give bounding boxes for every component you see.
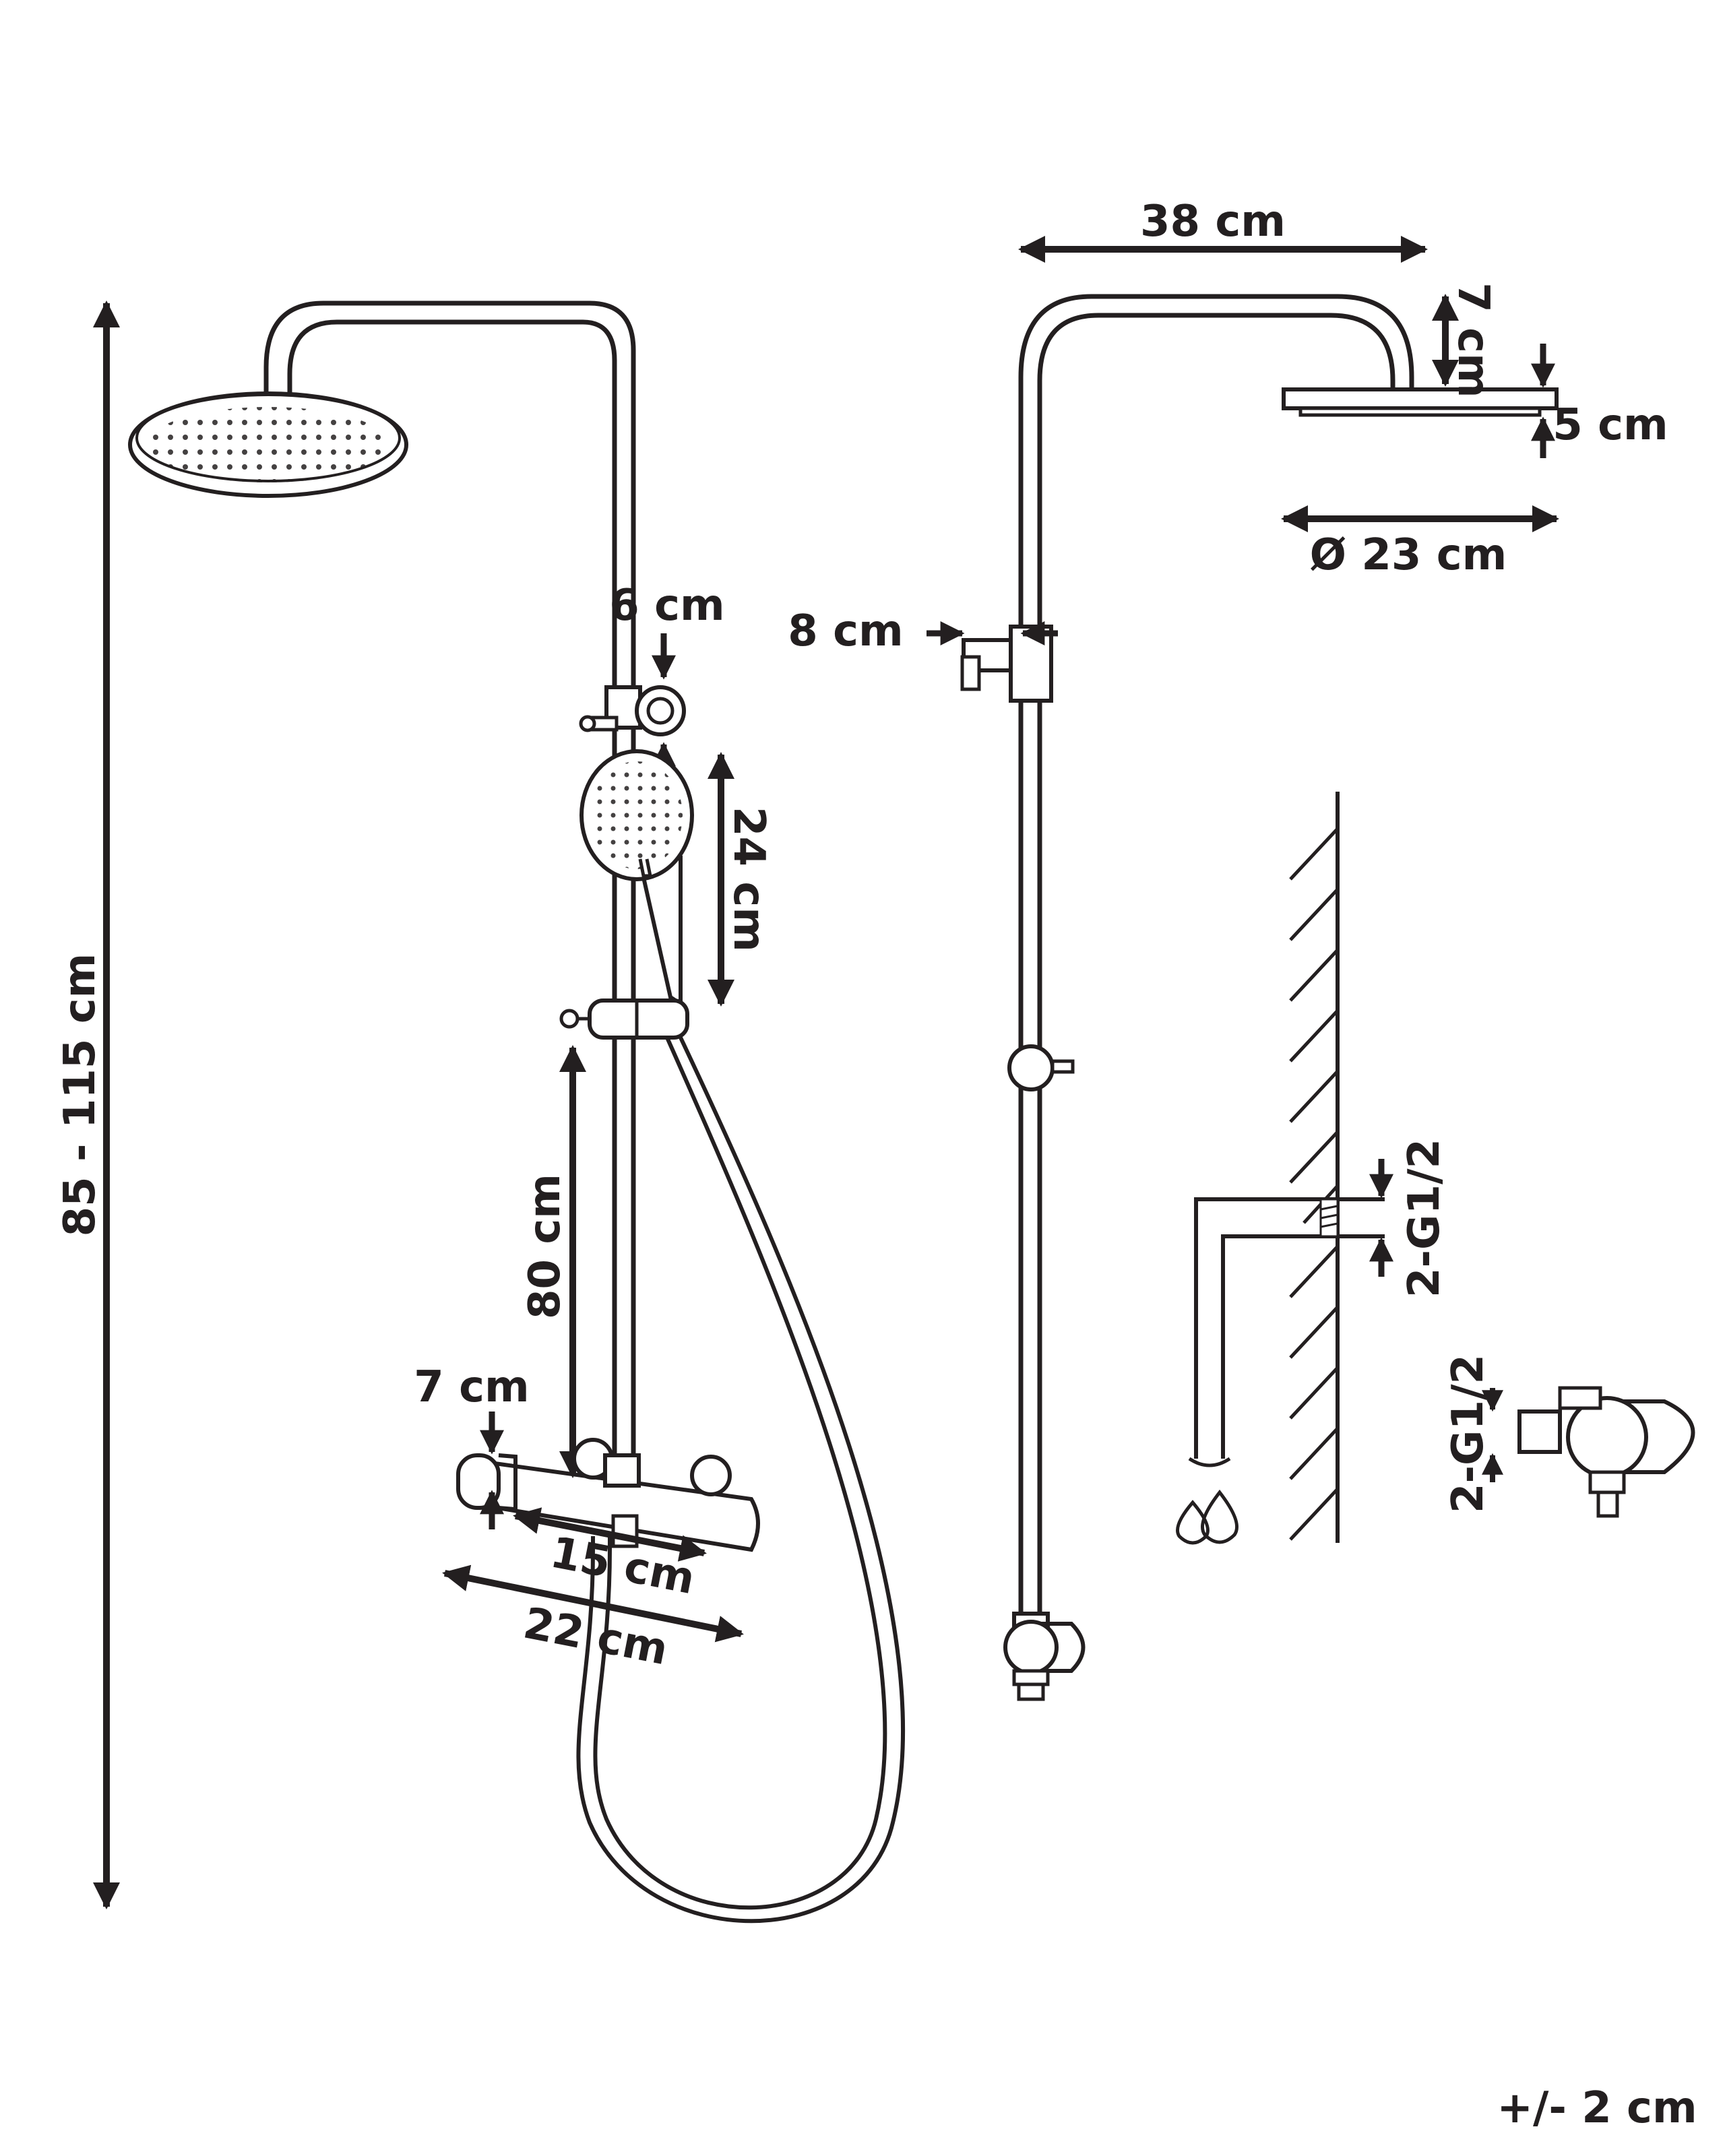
head-arm-height-label: 7 cm bbox=[1448, 282, 1498, 398]
thread-wall-label: 2-G1/2 bbox=[1400, 1139, 1449, 1298]
side-shower-head bbox=[1282, 387, 1559, 417]
total-height-label: 85 - 115 cm bbox=[55, 953, 105, 1237]
slider-holder bbox=[559, 998, 689, 1040]
rail-length-label: 80 cm bbox=[520, 1174, 570, 1319]
hand-shower-length-dimension: 24 cm bbox=[708, 752, 774, 1007]
side-riser bbox=[1018, 294, 1414, 1617]
side-mixer bbox=[1003, 1612, 1086, 1701]
mixer-height-dimension: 7 cm bbox=[414, 1362, 530, 1529]
hand-shower bbox=[579, 749, 694, 1008]
rain-shower-head bbox=[128, 391, 408, 498]
holder-offset-label: 8 cm bbox=[788, 606, 903, 656]
thread-mixer-label: 2-G1/2 bbox=[1443, 1354, 1493, 1513]
front-view: 85 - 115 cm 6 cm bbox=[55, 300, 906, 1924]
head-thickness-label: 5 cm bbox=[1552, 400, 1668, 450]
mixer-length-label: 22 cm bbox=[520, 1598, 672, 1675]
shower-hose bbox=[576, 1036, 906, 1924]
wall-hatching bbox=[1289, 827, 1339, 1541]
head-diameter-dimension: Ø 23 cm bbox=[1281, 505, 1559, 580]
mixer-height-label: 7 cm bbox=[414, 1362, 529, 1412]
total-height-dimension: 85 - 115 cm bbox=[55, 300, 120, 1909]
head-diameter-label: Ø 23 cm bbox=[1310, 530, 1507, 580]
wall-connection-detail: 2-G1/2 bbox=[1176, 792, 1449, 1545]
mixer-inlet-detail: 2-G1/2 bbox=[1443, 1354, 1695, 1518]
hand-shower-length-label: 24 cm bbox=[724, 806, 774, 952]
holder-width-label: 6 cm bbox=[609, 581, 724, 631]
head-arm-height-dimension: 7 cm bbox=[1432, 282, 1498, 398]
tolerance-note: +/- 2 cm bbox=[1497, 2083, 1697, 2133]
shower-arm bbox=[263, 300, 636, 694]
water-drops-icon bbox=[1176, 1489, 1238, 1545]
side-slider bbox=[1007, 1044, 1075, 1091]
arm-length-dimension: 38 cm bbox=[1018, 197, 1428, 263]
side-view: 38 cm 7 cm 5 cm Ø 23 cm bbox=[788, 197, 1668, 1701]
head-thickness-dimension: 5 cm bbox=[1531, 344, 1668, 458]
rail-length-dimension: 80 cm bbox=[520, 1045, 586, 1478]
wall-holder: 6 cm bbox=[579, 581, 725, 788]
arm-length-label: 38 cm bbox=[1140, 197, 1286, 247]
side-wall-holder: 8 cm bbox=[788, 606, 1058, 703]
